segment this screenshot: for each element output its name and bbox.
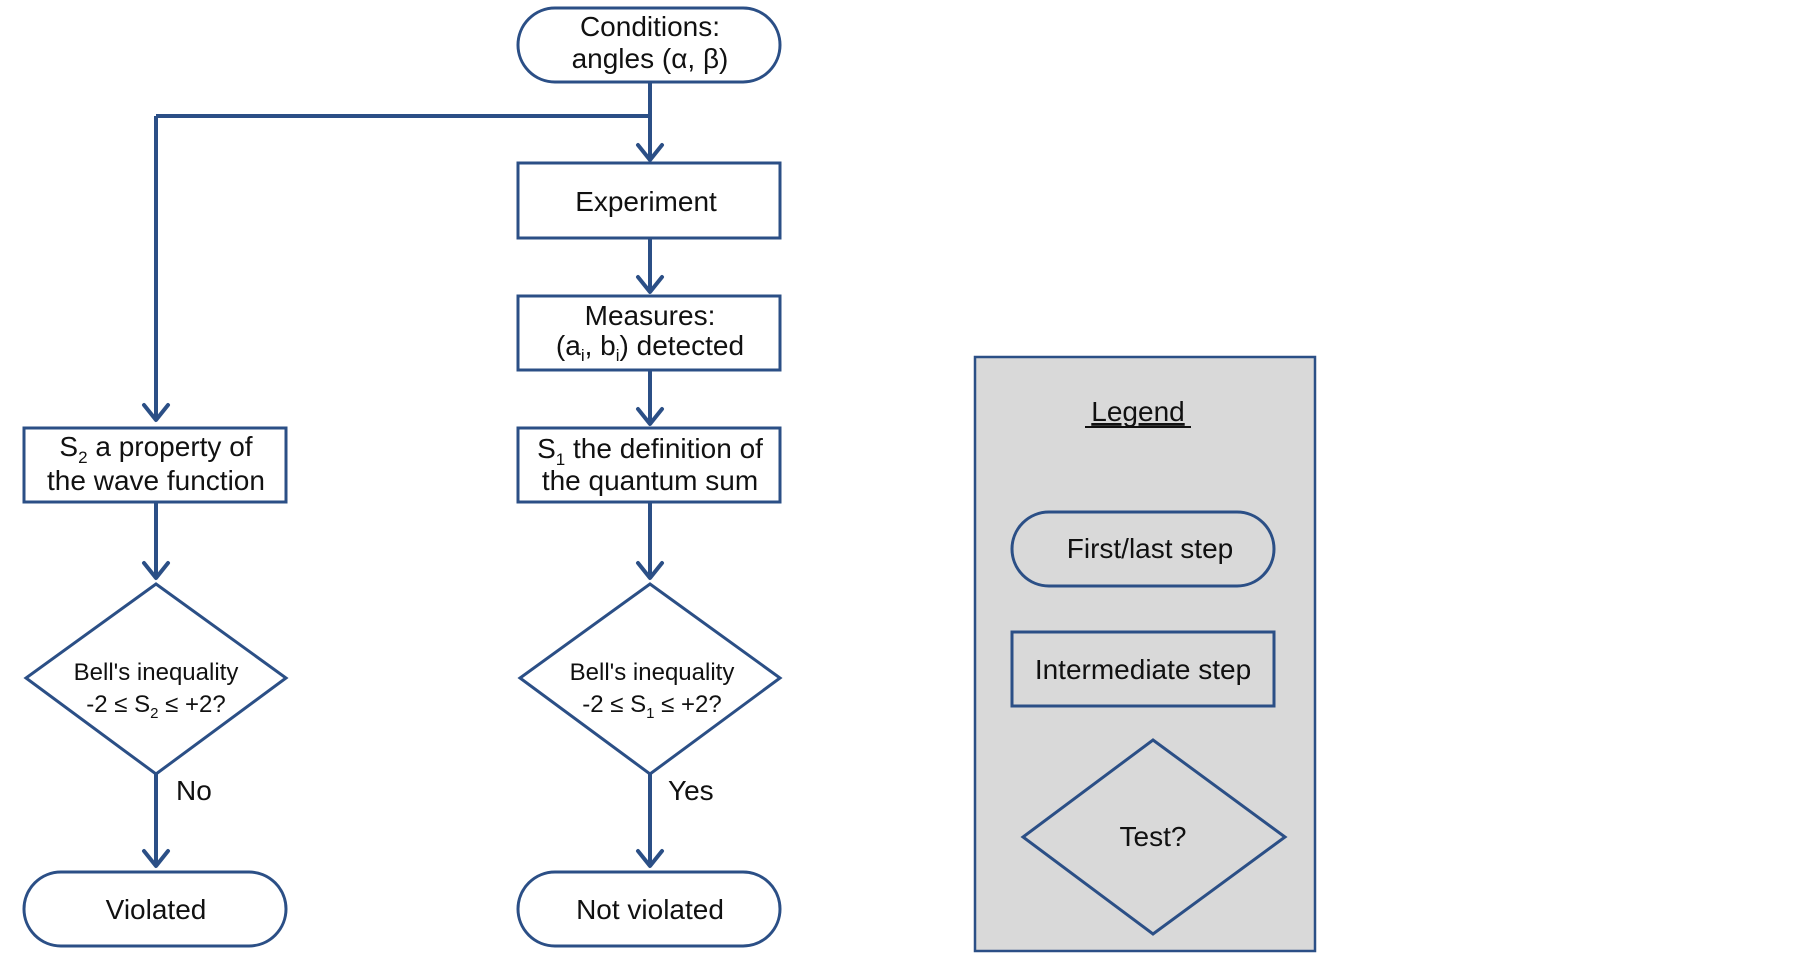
arrowhead-experiment bbox=[636, 143, 664, 162]
legend-title: Legend bbox=[1091, 396, 1184, 427]
test-s2-line2: -2 ≤ S2 ≤ +2? bbox=[86, 691, 225, 722]
process-shape bbox=[516, 294, 782, 372]
arrowhead-test-s2 bbox=[142, 561, 170, 580]
process-shape bbox=[516, 426, 782, 504]
process-shape bbox=[516, 161, 782, 240]
conditions-line2: angles (α, β) bbox=[572, 43, 729, 74]
arrowhead-violated bbox=[142, 849, 170, 868]
legend-intermediate: Intermediate step bbox=[1010, 630, 1276, 708]
process-shape bbox=[1010, 630, 1276, 708]
terminal-shape bbox=[516, 6, 782, 84]
decision-shape bbox=[517, 582, 783, 776]
s2-line1: S2 a property of bbox=[59, 431, 252, 467]
legend-intermediate-label: Intermediate step bbox=[1035, 654, 1251, 685]
node-s1-definition: S1 the definition of the quantum sum bbox=[516, 426, 782, 504]
measures-line2: (ai, bi) detected bbox=[556, 330, 744, 365]
test-s2-line1: Bell's inequality bbox=[74, 659, 239, 686]
node-conditions: Conditions: angles (α, β) bbox=[516, 6, 782, 84]
conditions-line1: Conditions: bbox=[580, 11, 720, 42]
s1-line1: S1 the definition of bbox=[537, 433, 763, 469]
legend-first-last: First/last step bbox=[1010, 510, 1276, 588]
node-experiment: Experiment bbox=[516, 161, 782, 240]
node-test-s1: Bell's inequality -2 ≤ S1 ≤ +2? bbox=[517, 582, 783, 776]
legend-test-label: Test? bbox=[1120, 821, 1187, 852]
experiment-label: Experiment bbox=[575, 186, 717, 217]
arrowhead-test-s1 bbox=[636, 561, 664, 580]
node-violated: Violated bbox=[22, 870, 288, 948]
measures-line1: Measures: bbox=[585, 300, 716, 331]
terminal-shape bbox=[1010, 510, 1276, 588]
decision-shape bbox=[23, 582, 289, 776]
node-measures: Measures: (ai, bi) detected bbox=[516, 294, 782, 372]
decision-shape bbox=[1020, 738, 1288, 936]
terminal-shape bbox=[516, 870, 782, 948]
not-violated-label: Not violated bbox=[576, 894, 724, 925]
legend: Legend First/last step Intermediate step… bbox=[973, 355, 1317, 953]
arrowhead-s1 bbox=[636, 407, 664, 426]
edge-label-no: No bbox=[176, 775, 212, 806]
arrowhead-not-violated bbox=[636, 849, 664, 868]
test-s1-line1: Bell's inequality bbox=[570, 659, 735, 686]
violated-label: Violated bbox=[106, 894, 207, 925]
arrowheads bbox=[142, 143, 664, 868]
test-s1-line2: -2 ≤ S1 ≤ +2? bbox=[582, 691, 721, 722]
s1-line2: the quantum sum bbox=[542, 465, 758, 496]
s2-line2: the wave function bbox=[47, 465, 265, 496]
node-s2-property: S2 a property of the wave function bbox=[22, 426, 288, 504]
process-shape bbox=[22, 426, 288, 504]
terminal-shape bbox=[22, 870, 288, 948]
arrowhead-s2 bbox=[142, 403, 170, 422]
arrowhead-measures bbox=[636, 275, 664, 294]
legend-first-last-label: First/last step bbox=[1067, 533, 1233, 564]
node-not-violated: Not violated bbox=[516, 870, 782, 948]
legend-test: Test? bbox=[1020, 738, 1288, 936]
edges bbox=[154, 82, 652, 866]
edge-label-yes: Yes bbox=[668, 775, 714, 806]
node-test-s2: Bell's inequality -2 ≤ S2 ≤ +2? bbox=[23, 582, 289, 776]
